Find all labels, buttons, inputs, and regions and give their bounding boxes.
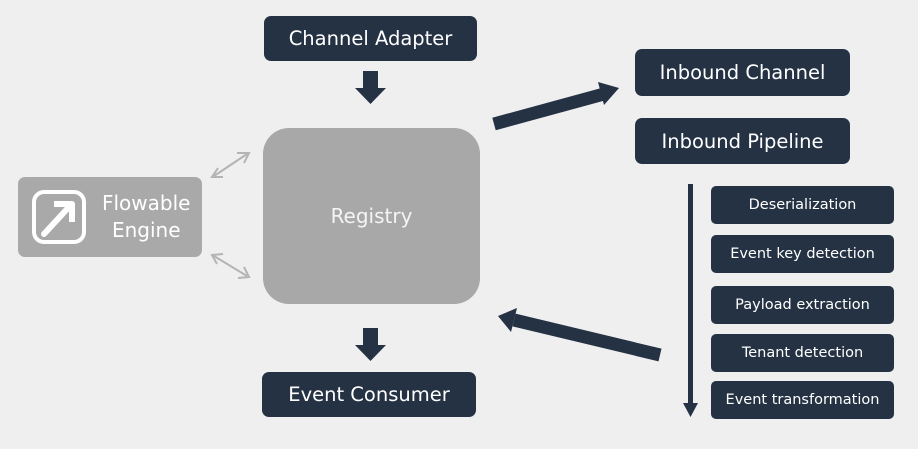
- arrow-registry-to-inbound-channel: [492, 87, 606, 131]
- pipeline-step-payload-extraction: Payload extraction: [711, 286, 894, 324]
- channel-adapter-box: Channel Adapter: [264, 16, 477, 61]
- flowable-engine-box: Flowable Engine: [18, 177, 202, 257]
- pipeline-flow-arrowhead: [683, 403, 698, 417]
- flowable-engine-label: Flowable Engine: [102, 190, 190, 244]
- flowable-engine-line1: Flowable: [102, 191, 191, 215]
- inbound-pipeline-box: Inbound Pipeline: [635, 118, 850, 164]
- pipeline-flow-line: [688, 184, 693, 406]
- arrowhead-registry-to-inbound-channel: [598, 82, 619, 105]
- pipeline-step-tenant-detection: Tenant detection: [711, 334, 894, 372]
- pipeline-step-deserialization: Deserialization: [711, 186, 894, 224]
- event-consumer-box: Event Consumer: [262, 372, 476, 417]
- registry-box: Registry: [263, 128, 480, 304]
- arrowhead-pipeline-to-registry: [498, 308, 517, 332]
- flowable-engine-line2: Engine: [111, 218, 181, 242]
- engine-registry-link-bottom: [210, 253, 251, 279]
- arrow-registry-to-consumer: [355, 328, 386, 361]
- pipeline-step-event-transformation: Event transformation: [711, 381, 894, 419]
- arrow-pipeline-to-registry: [512, 313, 662, 362]
- arrow-adapter-to-registry: [355, 71, 386, 104]
- flowable-logo-icon: [32, 190, 86, 244]
- inbound-channel-box: Inbound Channel: [635, 49, 850, 96]
- engine-registry-link-top: [210, 152, 251, 178]
- pipeline-step-event-key-detection: Event key detection: [711, 235, 894, 273]
